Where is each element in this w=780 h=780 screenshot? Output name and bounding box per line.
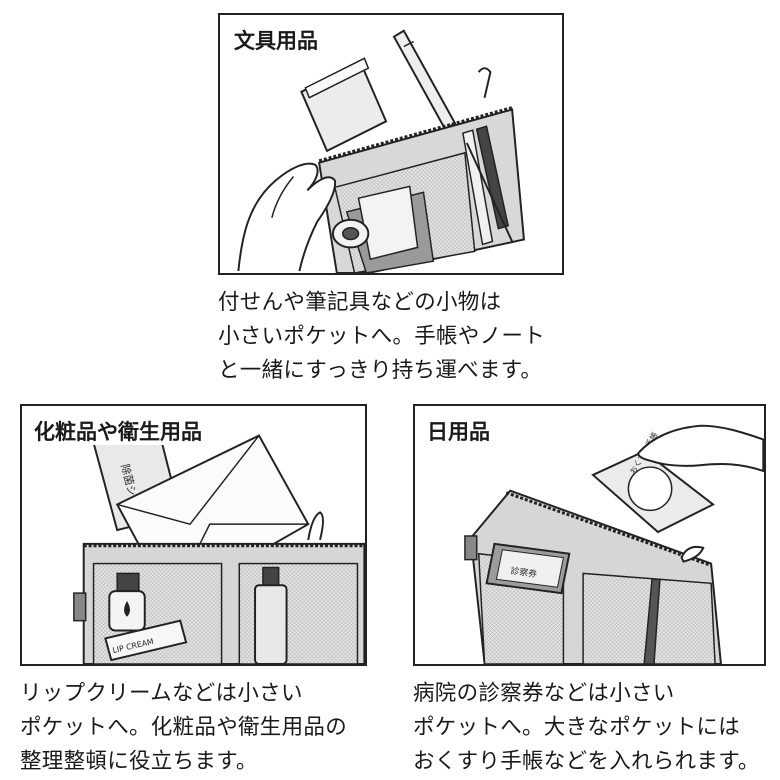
daily-goods-caption-line: おくすり手帳などを入れられます。 xyxy=(413,749,760,774)
small-bottle-illustration xyxy=(108,572,146,632)
pouch-illustration xyxy=(318,106,525,273)
daily-goods-panel: 日用品 診察券 おくすり手帳 xyxy=(413,404,766,666)
stationery-illustration xyxy=(237,29,525,273)
cosmetics-caption: リップクリームなどは小さい ポケットへ。化粧品や衛生用品の 整理整頓に役立ちます… xyxy=(20,677,347,779)
hand-illustration xyxy=(237,162,337,272)
stationery-caption: 付せんや筆記具などの小物は 小さいポケットへ。手帳やノート と一緒にすっきり持ち… xyxy=(218,286,545,388)
daily-goods-illustration: 診察券 おくすり手帳 xyxy=(464,424,764,664)
stationery-caption-line: 小さいポケットへ。手帳やノート xyxy=(218,324,546,349)
daily-goods-panel-label: 日用品 xyxy=(425,420,492,446)
cosmetics-caption-line: リップクリームなどは小さい xyxy=(20,681,303,706)
daily-goods-caption: 病院の診察券などは小さい ポケットへ。大きなポケットには おくすり手帳などを入れ… xyxy=(413,677,760,779)
safety-pin-illustration xyxy=(477,67,492,98)
stationery-panel: 文具用品 xyxy=(218,13,564,275)
cosmetics-illustration: 除菌シート LIP CREAM xyxy=(73,420,365,664)
sticky-note-pad xyxy=(300,57,388,153)
daily-goods-caption-line: 病院の診察券などは小さい xyxy=(413,681,675,706)
cosmetics-caption-line: ポケットへ。化粧品や衛生用品の xyxy=(20,715,348,740)
cosmetics-panel-label: 化粧品や衛生用品 xyxy=(32,420,204,446)
stationery-caption-line: 付せんや筆記具などの小物は xyxy=(218,290,502,315)
daily-goods-caption-line: ポケットへ。大きなポケットには xyxy=(413,715,741,740)
stationery-caption-line: と一緒にすっきり持ち運べます。 xyxy=(218,358,543,383)
hand-illustration xyxy=(637,424,764,473)
stationery-panel-label: 文具用品 xyxy=(232,29,320,55)
medication-notebook-illustration: おくすり手帳 xyxy=(591,430,715,534)
pouch-illustration xyxy=(73,511,365,664)
cosmetics-panel: 化粧品や衛生用品 除菌シート xyxy=(20,404,367,666)
cosmetics-caption-line: 整理整頓に役立ちます。 xyxy=(20,749,258,774)
clinic-card-illustration: 診察券 xyxy=(485,542,571,595)
spray-bottle-illustration xyxy=(254,566,288,664)
clinic-card-label: 診察券 xyxy=(510,564,538,580)
lip-cream-illustration: LIP CREAM xyxy=(104,619,188,662)
pen-illustration xyxy=(392,29,457,131)
pen-illustration xyxy=(643,578,661,664)
